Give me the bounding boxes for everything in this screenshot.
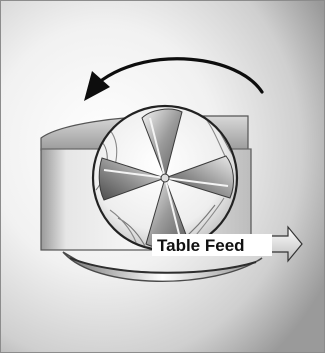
cutter-center bbox=[161, 174, 169, 182]
table-feed-label: Table Feed bbox=[157, 236, 245, 255]
cutter-head bbox=[93, 106, 237, 250]
